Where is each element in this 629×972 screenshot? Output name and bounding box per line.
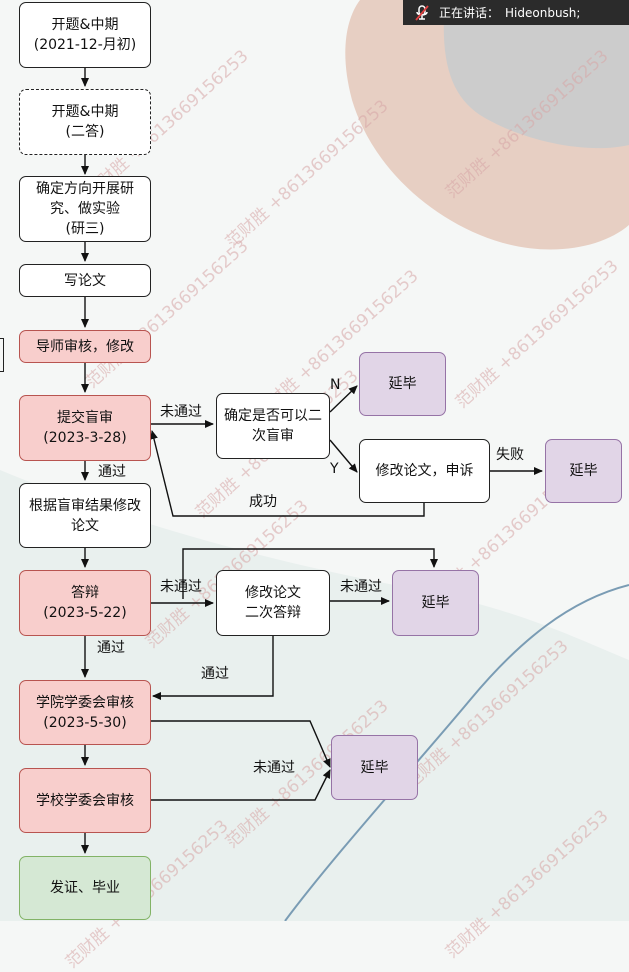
edge-d1-m1 bbox=[329, 439, 358, 473]
node-second-blind-review-decision: 确定是否可以二 次盲审 bbox=[216, 393, 330, 459]
node-defense: 答辩 (2023-5-22) bbox=[19, 570, 151, 636]
label-pass-defense: 通过 bbox=[97, 640, 125, 656]
edge-m2-n9 bbox=[152, 636, 274, 700]
flow-connectors bbox=[81, 68, 543, 854]
edge-n10-p4 bbox=[151, 769, 331, 801]
label-success: 成功 bbox=[249, 494, 277, 510]
node-proposal-second-defense: 开题&中期 (二答) bbox=[19, 89, 151, 155]
label-fail-second-defense: 未通过 bbox=[340, 579, 382, 595]
node-revise-second-defense: 修改论文 二次答辩 bbox=[216, 570, 330, 636]
node-advisor-review: 导师审核，修改 bbox=[19, 330, 151, 363]
speaking-label: 正在讲话： bbox=[439, 6, 500, 20]
node-delay-1: 延毕 bbox=[359, 352, 446, 416]
node-blind-review: 提交盲审 (2023-3-28) bbox=[19, 395, 151, 461]
edge-m1-n6-success bbox=[150, 430, 425, 517]
node-university-committee: 学校学委会审核 bbox=[19, 768, 151, 833]
edge-d1-p1 bbox=[329, 385, 358, 413]
label-fail-blind-review: 未通过 bbox=[160, 404, 202, 420]
light-wave-shape bbox=[0, 470, 629, 921]
edge-n9-p4 bbox=[151, 720, 331, 768]
node-proposal-midterm: 开题&中期 (2021-12-月初) bbox=[19, 2, 151, 68]
node-research-direction: 确定方向开展研 究、做实验 (研三) bbox=[19, 176, 151, 242]
node-revise-after-review: 根据盲审结果修改 论文 bbox=[19, 483, 151, 548]
label-pass-blind-review: 通过 bbox=[98, 464, 126, 480]
label-pass-second-defense: 通过 bbox=[201, 666, 229, 682]
label-yes: Y bbox=[330, 461, 339, 477]
node-revise-appeal: 修改论文，申诉 bbox=[359, 439, 490, 503]
background-decoration bbox=[0, 0, 629, 921]
edge-bracket bbox=[0, 338, 4, 372]
speaker-name: Hideonbush; bbox=[505, 5, 581, 20]
label-fail-committee: 未通过 bbox=[253, 760, 295, 776]
node-college-committee: 学院学委会审核 (2023-5-30) bbox=[19, 680, 151, 745]
label-no: N bbox=[330, 377, 341, 393]
speaking-indicator-bar: 正在讲话： Hideonbush; bbox=[403, 0, 629, 25]
gray-blob-shape bbox=[443, 0, 629, 149]
blue-curve-shape bbox=[284, 584, 629, 921]
muted-mic-icon bbox=[415, 4, 429, 21]
label-appeal-fail: 失败 bbox=[496, 447, 524, 463]
node-delay-4: 延毕 bbox=[331, 735, 418, 800]
node-write-thesis: 写论文 bbox=[19, 264, 151, 297]
node-graduate: 发证、毕业 bbox=[19, 856, 151, 920]
node-delay-2: 延毕 bbox=[545, 439, 622, 503]
node-delay-3: 延毕 bbox=[392, 570, 479, 636]
edge-top-bypass bbox=[182, 548, 438, 599]
label-fail-defense: 未通过 bbox=[160, 579, 202, 595]
